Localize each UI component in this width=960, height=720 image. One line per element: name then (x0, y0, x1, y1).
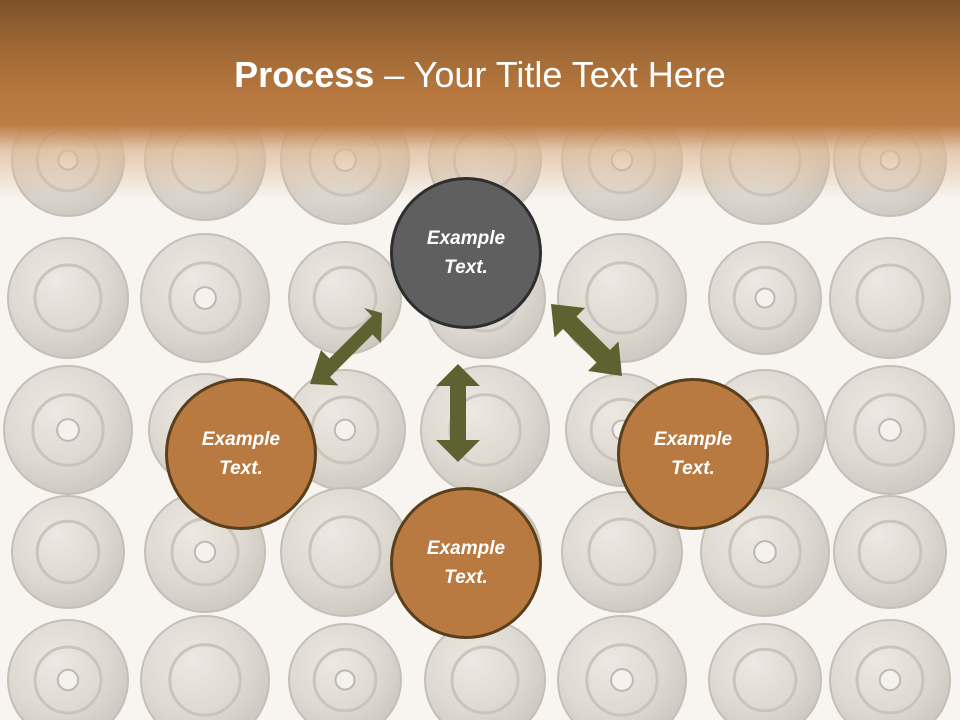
snap-button-ring (33, 263, 103, 333)
snap-button (829, 237, 951, 359)
title-bold: Process (234, 54, 375, 95)
slide-title: Process – Your Title Text Here (0, 52, 960, 98)
snap-button-ring (168, 261, 242, 335)
snap-button-hole (334, 669, 356, 691)
snap-button-hole (610, 668, 634, 692)
snap-button (833, 495, 947, 609)
snap-button-hole (193, 540, 217, 564)
arrow-top-left (310, 308, 382, 386)
node-top-line2: Text. (444, 257, 488, 278)
node-bottom-line1: Example (426, 538, 506, 559)
snap-button-hole (753, 540, 777, 564)
snap-button-ring (855, 263, 925, 333)
snap-button-hole (56, 668, 80, 692)
snap-button (7, 237, 129, 359)
snap-button-ring (308, 515, 382, 589)
snap-button-ring (448, 393, 522, 467)
snap-button-hole (56, 418, 80, 442)
snap-button-hole (754, 287, 776, 309)
title-rest: – Your Title Text Here (374, 54, 726, 95)
title-band (0, 0, 960, 200)
snap-button-ring (585, 261, 659, 335)
process-node-top: Example Text. (390, 177, 542, 329)
snap-button-ring (855, 645, 925, 715)
snap-button-hole (193, 286, 217, 310)
snap-button-ring (587, 517, 657, 587)
snap-button-ring (35, 519, 101, 585)
snap-button (11, 495, 125, 609)
snap-button (561, 491, 683, 613)
snap-button-ring (312, 647, 378, 713)
snap-button-hole (878, 418, 902, 442)
process-node-left: Example Text. (165, 378, 317, 530)
snap-button-ring (857, 519, 923, 585)
node-right-line1: Example (653, 429, 733, 450)
snap-button-ring (33, 645, 103, 715)
process-node-bottom: Example Text. (390, 487, 542, 639)
snap-button-ring (312, 265, 378, 331)
snap-button-ring (31, 393, 105, 467)
snap-button-ring (450, 645, 520, 715)
snap-button-hole (878, 668, 902, 692)
snap-button-hole (333, 418, 357, 442)
node-bottom-line2: Text. (444, 567, 488, 588)
process-node-right: Example Text. (617, 378, 769, 530)
snap-button-ring (168, 643, 242, 717)
snap-button-ring (728, 515, 802, 589)
snap-button-ring (732, 647, 798, 713)
node-top-line1: Example (426, 228, 506, 249)
snap-button-ring (585, 643, 659, 717)
node-right-line2: Text. (671, 458, 715, 479)
node-left-line1: Example (201, 429, 281, 450)
arrow-top-right (551, 304, 622, 376)
node-left-line2: Text. (219, 458, 263, 479)
snap-button-ring (853, 393, 927, 467)
arrow-vertical (436, 364, 480, 462)
snap-button-ring (732, 265, 798, 331)
